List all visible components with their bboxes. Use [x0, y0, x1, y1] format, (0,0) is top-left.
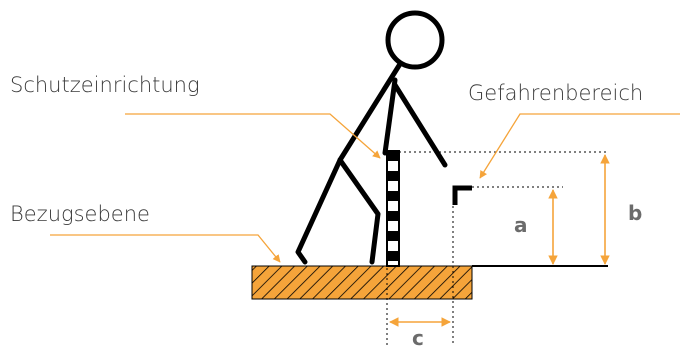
leader-lines — [50, 113, 680, 263]
protective-device — [386, 150, 400, 267]
label-gefahrenbereich: Gefahrenbereich — [468, 81, 643, 105]
ground-hatched — [251, 265, 473, 300]
label-schutzeinrichtung: Schutzeinrichtung — [10, 73, 200, 97]
label-bezugsebene: Bezugsebene — [10, 202, 150, 226]
dotted-lines — [386, 151, 608, 345]
dimension-c-label: c — [412, 326, 424, 349]
dimension-b-label: b — [628, 201, 642, 225]
person-figure — [295, 10, 448, 265]
danger-zone-corner — [452, 185, 472, 205]
person-head — [385, 10, 445, 70]
dimension-a-label: a — [514, 213, 528, 237]
